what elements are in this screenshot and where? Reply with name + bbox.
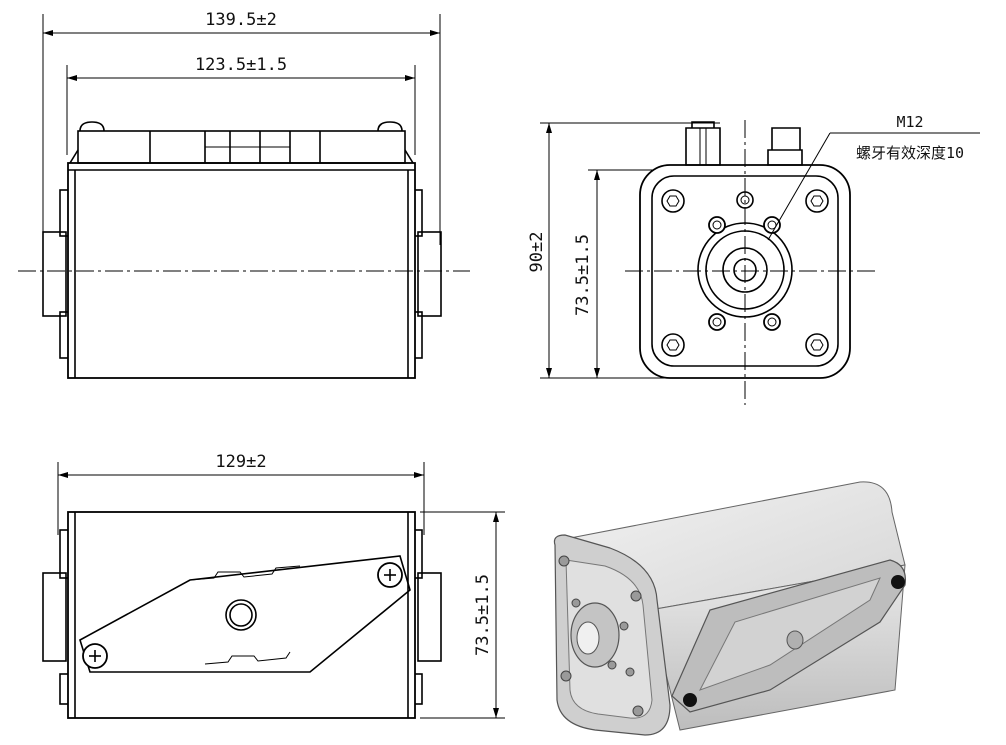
bottom-view: 129±2 73.5±1.5 <box>42 452 505 719</box>
dim-bottom-width: 129±2 <box>215 452 266 472</box>
iso-bolt-icon <box>558 555 644 717</box>
isometric-view <box>553 481 907 736</box>
terminal-bolt-icon <box>708 216 781 331</box>
indicator-screw-icon <box>82 562 403 669</box>
corner-screw-icon <box>661 189 829 357</box>
dim-bottom-height: 73.5±1.5 <box>473 574 493 656</box>
dim-side-total-height: 90±2 <box>527 232 547 273</box>
dim-front-body-width: 123.5±1.5 <box>195 55 287 75</box>
dim-front-overall-width: 139.5±2 <box>205 10 277 30</box>
side-view: 90±2 73.5±1.5 <box>527 113 980 405</box>
dim-side-body-height: 73.5±1.5 <box>573 234 593 316</box>
thread-depth-annotation: 螺牙有效深度10 <box>856 144 964 162</box>
front-view: 139.5±2 123.5±1.5 <box>18 10 470 379</box>
thread-annotation: M12 <box>896 113 923 131</box>
